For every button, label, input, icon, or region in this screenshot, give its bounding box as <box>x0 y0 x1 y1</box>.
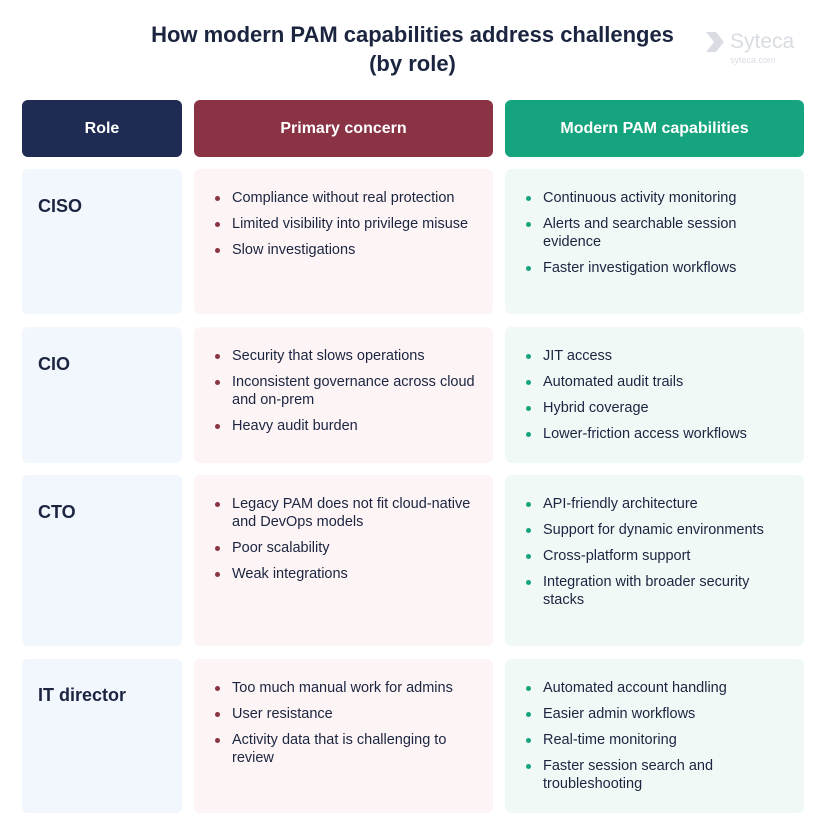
role-cell-ciso: CISO <box>22 169 182 314</box>
concern-item: Security that slows operations <box>215 347 482 365</box>
role-label: CTO <box>38 502 76 522</box>
capability-item: Cross-platform support <box>526 547 793 565</box>
concern-cell-cto: Legacy PAM does not fit cloud-native and… <box>194 475 493 646</box>
role-label: CISO <box>38 196 83 216</box>
syteca-logo-icon <box>706 32 724 52</box>
concern-cell-cio: Security that slows operations Inconsist… <box>194 327 493 463</box>
capability-item: Support for dynamic environments <box>526 521 793 539</box>
capability-item: API-friendly architecture <box>526 495 793 513</box>
role-label: IT director <box>38 685 127 705</box>
capability-list: API-friendly architecture Support for dy… <box>526 495 793 617</box>
header-modern-pam-capabilities: Modern PAM capabilities <box>505 100 804 157</box>
concern-cell-ciso: Compliance without real protection Limit… <box>194 169 493 314</box>
role-cell-cio: CIO <box>22 327 182 463</box>
concern-list: Security that slows operations Inconsist… <box>215 347 482 443</box>
concern-item: User resistance <box>215 705 482 723</box>
capability-list: Continuous activity monitoring Alerts an… <box>526 189 793 285</box>
capability-item: Automated audit trails <box>526 373 793 391</box>
capability-item: JIT access <box>526 347 793 365</box>
logo-url: syteca.com <box>730 55 776 65</box>
concern-item: Heavy audit burden <box>215 417 482 435</box>
capability-item: Lower-friction access workflows <box>526 425 793 443</box>
capability-cell-cio: JIT access Automated audit trails Hybrid… <box>505 327 804 463</box>
concern-list: Legacy PAM does not fit cloud-native and… <box>215 495 482 591</box>
header-primary-concern: Primary concern <box>194 100 493 157</box>
concern-cell-it-director: Too much manual work for admins User res… <box>194 659 493 813</box>
role-label: CIO <box>38 354 71 374</box>
concern-item: Limited visibility into privilege misuse <box>215 215 482 233</box>
capability-item: Alerts and searchable session evidence <box>526 215 793 251</box>
capability-item: Faster session search and troubleshootin… <box>526 757 793 793</box>
capability-item: Continuous activity monitoring <box>526 189 793 207</box>
concern-item: Activity data that is challenging to rev… <box>215 731 482 767</box>
concern-list: Compliance without real protection Limit… <box>215 189 482 267</box>
capability-list: JIT access Automated audit trails Hybrid… <box>526 347 793 451</box>
capability-list: Automated account handling Easier admin … <box>526 679 793 801</box>
concern-item: Too much manual work for admins <box>215 679 482 697</box>
role-cell-cto: CTO <box>22 475 182 646</box>
concern-item: Poor scalability <box>215 539 482 557</box>
page-title: How modern PAM capabilities address chal… <box>151 22 674 76</box>
capability-cell-it-director: Automated account handling Easier admin … <box>505 659 804 813</box>
concern-item: Slow investigations <box>215 241 482 259</box>
concern-item: Inconsistent governance across cloud and… <box>215 373 482 409</box>
concern-item: Legacy PAM does not fit cloud-native and… <box>215 495 482 531</box>
capability-item: Faster investigation workflows <box>526 259 793 277</box>
capability-item: Automated account handling <box>526 679 793 697</box>
concern-item: Weak integrations <box>215 565 482 583</box>
capability-item: Integration with broader security stacks <box>526 573 793 609</box>
concern-list: Too much manual work for admins User res… <box>215 679 482 775</box>
capability-cell-ciso: Continuous activity monitoring Alerts an… <box>505 169 804 314</box>
role-cell-it-director: IT director <box>22 659 182 813</box>
header-role: Role <box>22 100 182 157</box>
syteca-logo: Syteca syteca.com <box>706 30 806 66</box>
concern-item: Compliance without real protection <box>215 189 482 207</box>
capability-item: Real-time monitoring <box>526 731 793 749</box>
capability-item: Easier admin workflows <box>526 705 793 723</box>
capability-cell-cto: API-friendly architecture Support for dy… <box>505 475 804 646</box>
capability-item: Hybrid coverage <box>526 399 793 417</box>
logo-name: Syteca <box>730 30 795 53</box>
